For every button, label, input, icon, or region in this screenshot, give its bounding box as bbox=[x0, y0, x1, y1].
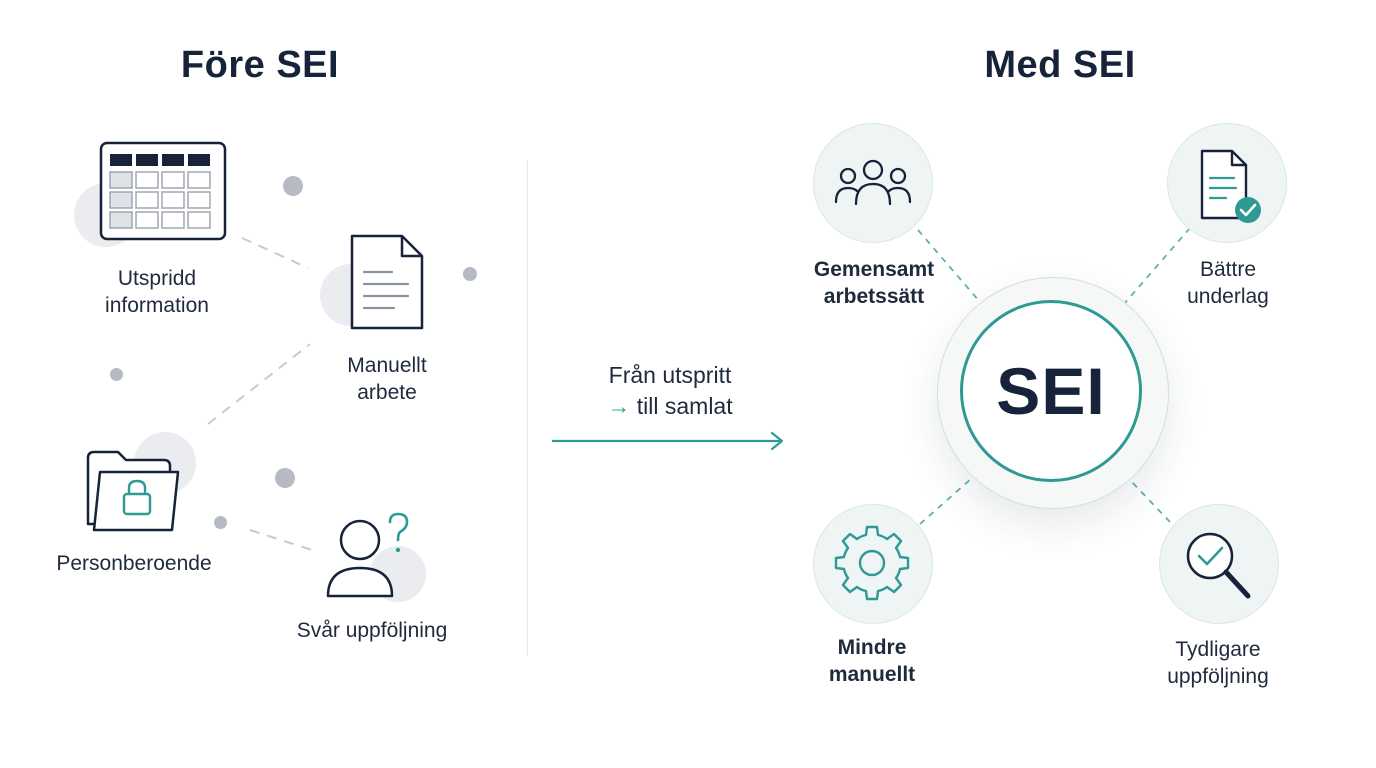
transition-line-1: Från utspritt bbox=[608, 362, 732, 388]
label-clearer-follow-up: Tydligare uppföljning bbox=[1098, 636, 1338, 690]
table-icon bbox=[99, 141, 227, 241]
label-line: Utspridd bbox=[117, 267, 197, 290]
before-title: Före SEI bbox=[180, 44, 340, 86]
center-hub: SEI bbox=[960, 300, 1142, 482]
decorative-dot bbox=[463, 267, 477, 281]
label-line: Manuellt bbox=[347, 354, 427, 377]
gear-icon bbox=[834, 525, 910, 601]
label-line: Svår uppföljning bbox=[296, 619, 448, 642]
label-line: information bbox=[105, 294, 209, 317]
document-check-icon bbox=[1200, 149, 1261, 223]
section-divider bbox=[527, 160, 528, 655]
label-manual-work: Manuellt arbete bbox=[267, 352, 507, 406]
label-common-way: Gemensamt arbetssätt bbox=[754, 256, 994, 310]
label-line: Bättre bbox=[1199, 258, 1257, 281]
transition-text: Från utspritt → till samlat bbox=[560, 360, 780, 422]
transition-line-2: → till samlat bbox=[560, 391, 780, 422]
people-group-icon bbox=[834, 159, 912, 206]
label-better-basis: Bättre underlag bbox=[1108, 256, 1348, 310]
label-line: manuellt bbox=[828, 663, 916, 686]
magnifier-check-icon bbox=[1186, 532, 1251, 599]
decorative-dot bbox=[275, 468, 295, 488]
locked-folder-icon bbox=[86, 450, 180, 532]
arrow-glyph: → bbox=[607, 393, 631, 419]
label-line: Personberoende bbox=[56, 552, 212, 575]
person-question-icon bbox=[326, 512, 409, 598]
ring-gear bbox=[813, 504, 933, 624]
label-person-dependent: Personberoende bbox=[14, 550, 254, 577]
center-label: SEI bbox=[996, 354, 1106, 428]
document-icon bbox=[350, 234, 424, 330]
label-less-manual: Mindre manuellt bbox=[752, 634, 992, 688]
label-line: underlag bbox=[1187, 285, 1269, 308]
label-line: arbetssätt bbox=[823, 285, 925, 308]
label-line: uppföljning bbox=[1167, 665, 1269, 688]
label-hard-follow-up: Svår uppföljning bbox=[252, 617, 492, 644]
label-line: Mindre bbox=[837, 636, 907, 659]
transition-arrow-icon bbox=[552, 431, 784, 451]
decorative-dot bbox=[214, 516, 227, 529]
after-title: Med SEI bbox=[984, 44, 1136, 86]
label-scattered-info: Utspridd information bbox=[37, 265, 277, 319]
label-line: Tydligare bbox=[1175, 638, 1261, 661]
label-line: Gemensamt bbox=[813, 258, 935, 281]
decorative-dot bbox=[283, 176, 303, 196]
decorative-dot bbox=[110, 368, 123, 381]
label-line: arbete bbox=[357, 381, 417, 404]
transition-line-2-text: till samlat bbox=[636, 393, 733, 419]
